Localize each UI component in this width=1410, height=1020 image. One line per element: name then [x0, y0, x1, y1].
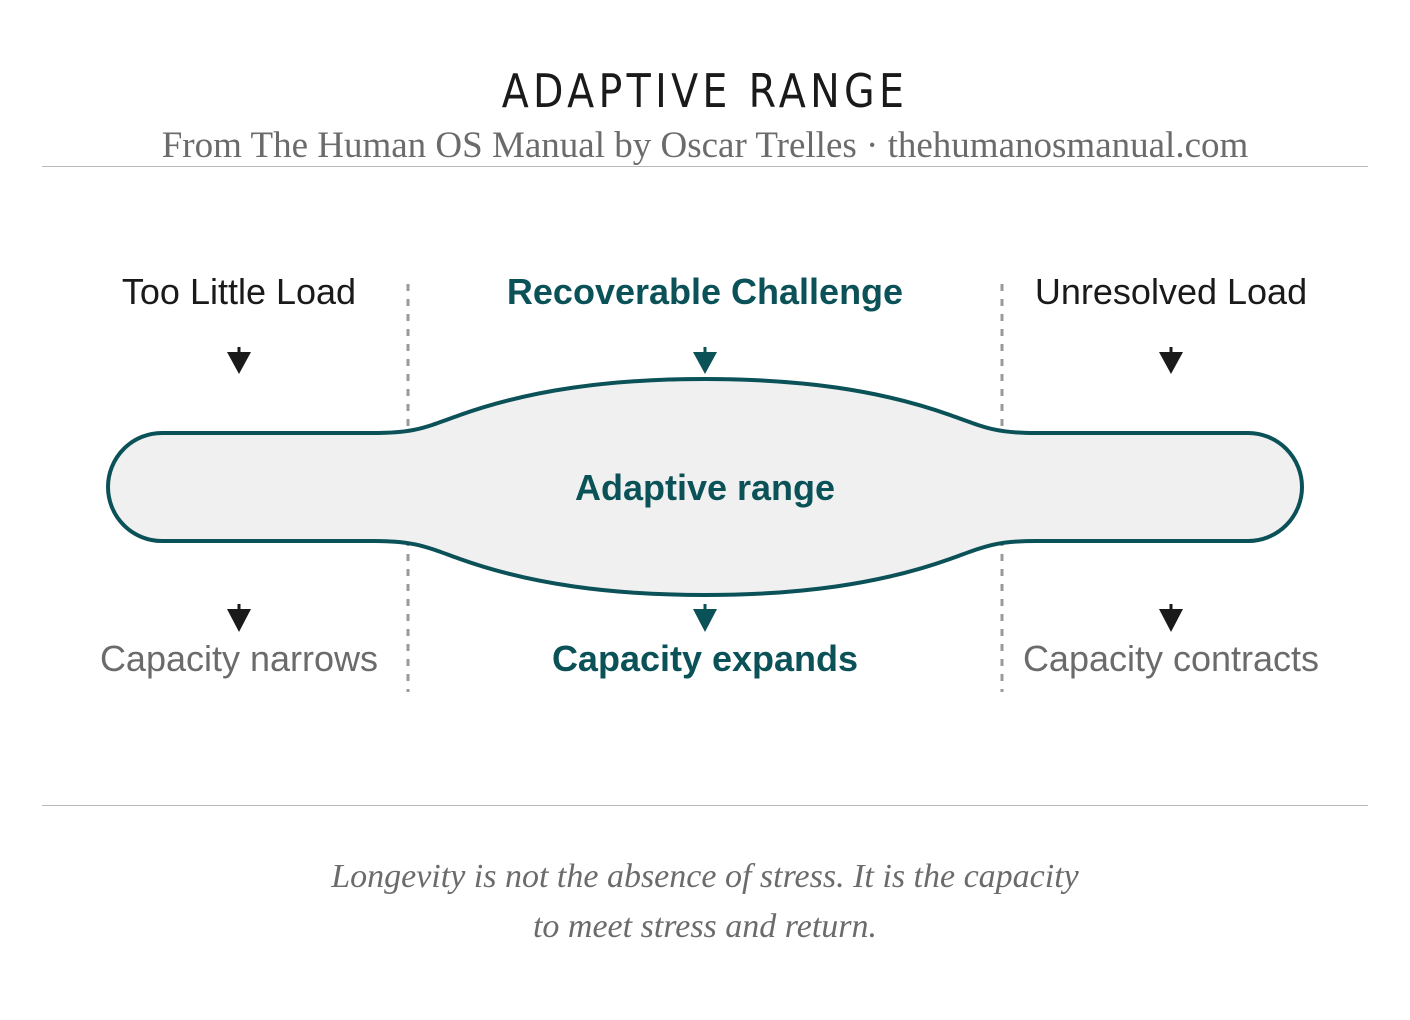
page-title: ADAPTIVE RANGE	[501, 64, 909, 118]
page-subtitle: From The Human OS Manual by Oscar Trelle…	[161, 125, 1249, 166]
column-heading-unresolved-load: Unresolved Load	[1035, 271, 1307, 312]
outcome-capacity-expands: Capacity expands	[552, 638, 858, 679]
arrow-down-icon	[693, 347, 717, 374]
outcome-capacity-narrows: Capacity narrows	[100, 638, 378, 679]
outcome-capacity-contracts: Capacity contracts	[1023, 638, 1319, 679]
footer-divider	[42, 805, 1368, 806]
closing-quote: Longevity is not the absence of stress. …	[0, 852, 1410, 952]
header-divider	[42, 166, 1368, 167]
quote-line-1: Longevity is not the absence of stress. …	[331, 858, 1079, 895]
quote-line-2: to meet stress and return.	[532, 908, 878, 945]
arrow-down-icon	[693, 604, 717, 632]
arrow-down-icon	[227, 604, 251, 632]
column-heading-recoverable-challenge: Recoverable Challenge	[507, 271, 903, 312]
arrow-down-icon	[1159, 604, 1183, 632]
adaptive-range-shape	[106, 376, 1304, 598]
arrow-down-icon	[227, 347, 251, 374]
shape-label: Adaptive range	[575, 467, 835, 508]
arrow-down-icon	[1159, 347, 1183, 374]
column-heading-too-little-load: Too Little Load	[122, 271, 356, 312]
